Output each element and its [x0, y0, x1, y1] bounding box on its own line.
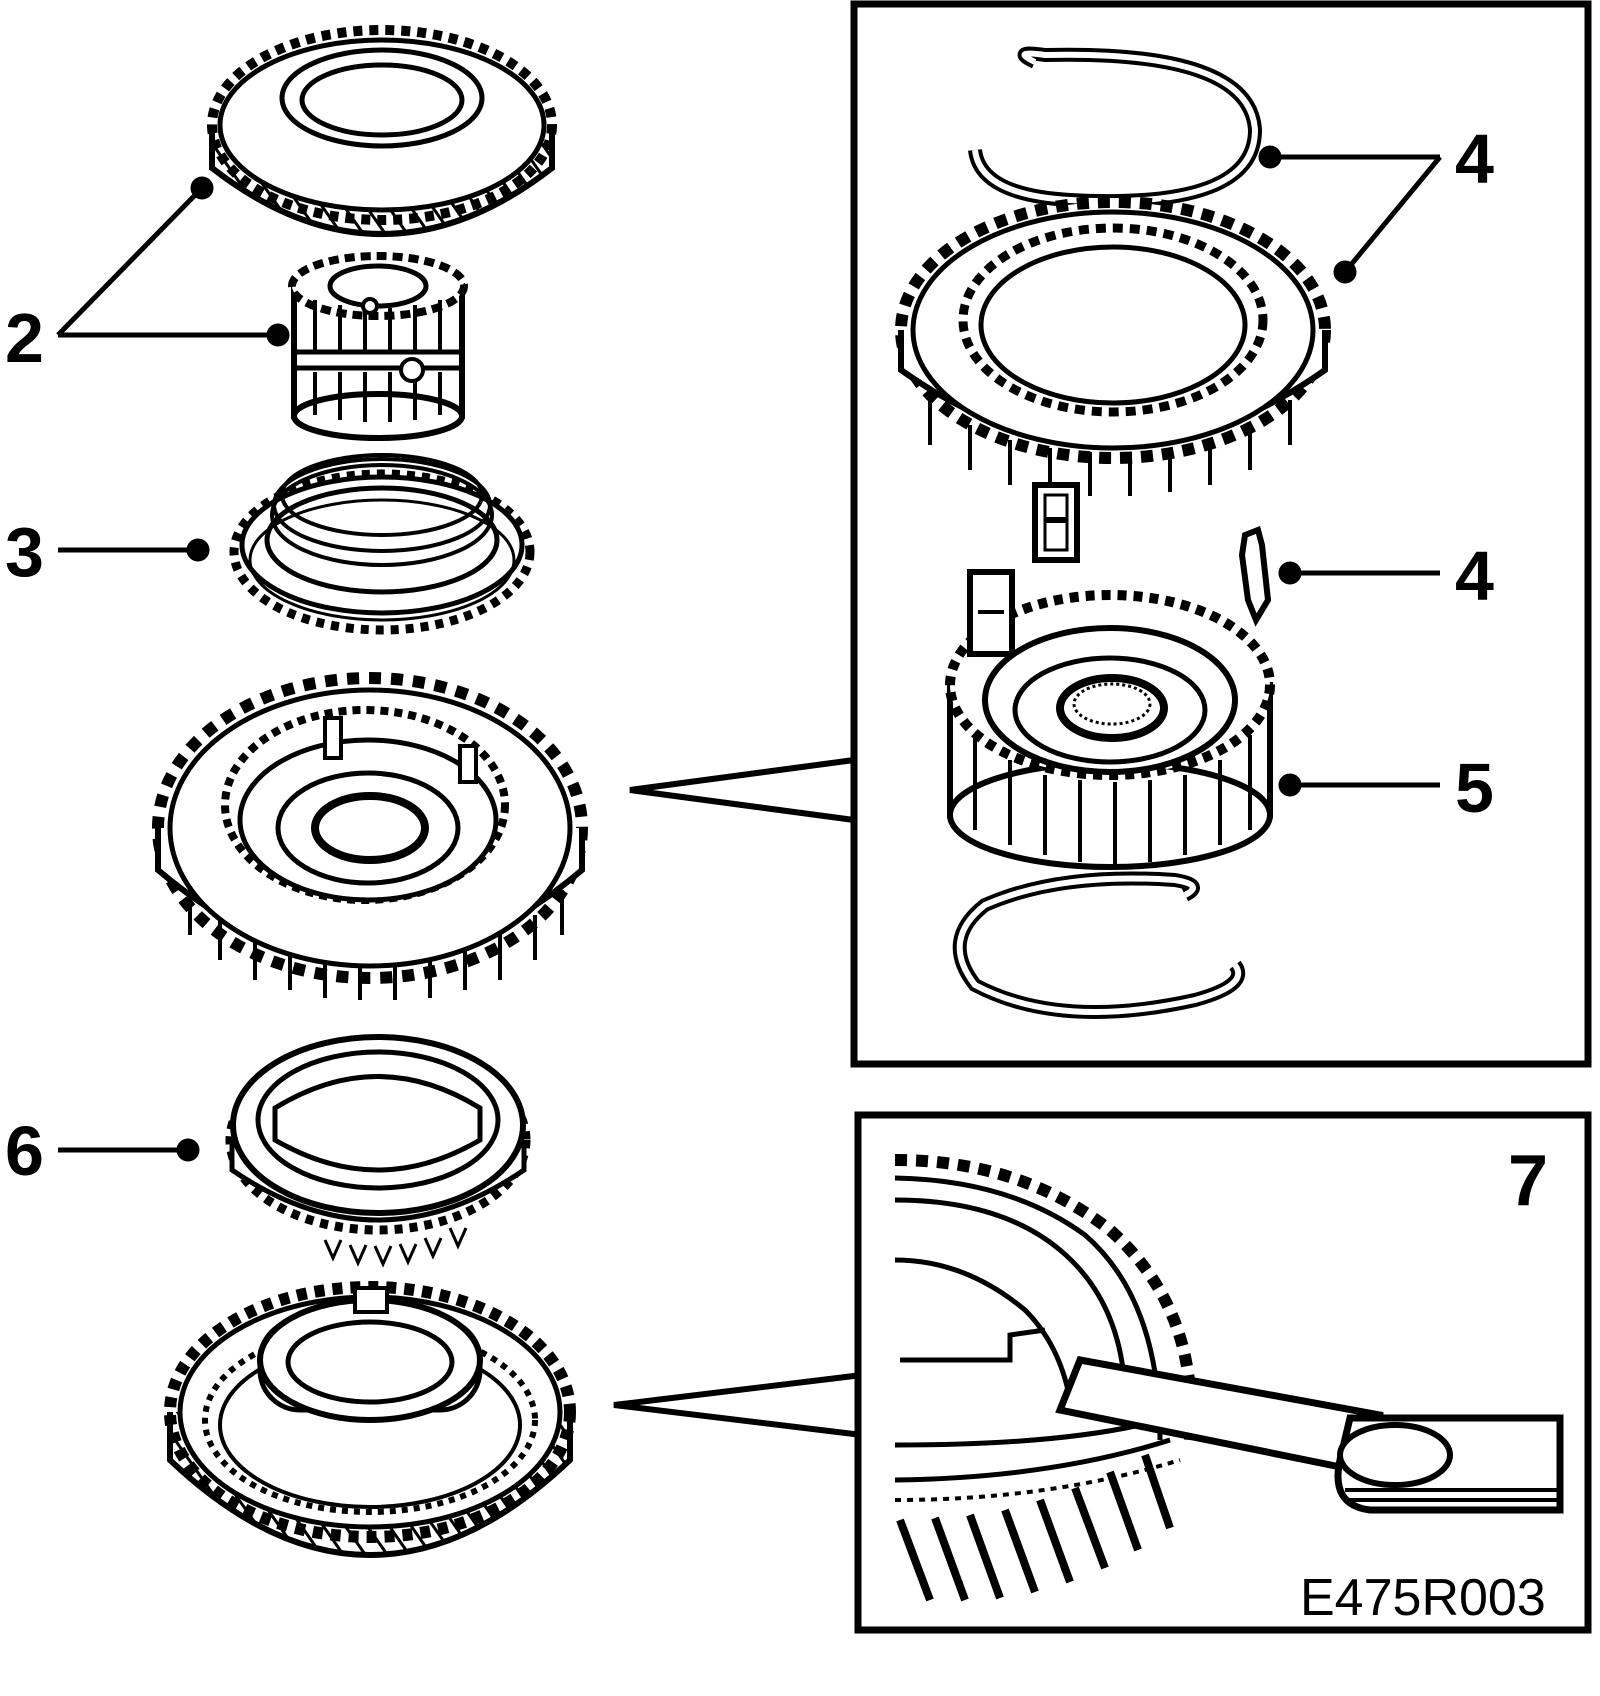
part-6-synchro-ring — [225, 1034, 531, 1268]
callout-6: 6 — [5, 1112, 44, 1190]
spring-clip — [1238, 526, 1272, 627]
inset-feeler-gauge-detail — [854, 1111, 1592, 1634]
pointer-to-inset-top — [629, 757, 855, 823]
callout-3: 3 — [5, 513, 44, 591]
figure-code: E475R003 — [1300, 1569, 1546, 1627]
part-2-sleeve — [288, 252, 468, 441]
leader-lines-left — [56, 176, 290, 1162]
synchro-hub — [945, 569, 1275, 870]
callout-5: 5 — [1455, 749, 1494, 827]
callout-4-lower: 4 — [1455, 537, 1494, 615]
feeler-gauge — [1055, 1356, 1564, 1514]
pointer-to-inset-bottom — [613, 1372, 863, 1438]
callout-7: 7 — [1508, 1141, 1548, 1221]
bottom-helical-gear — [164, 1281, 576, 1558]
part-3-synchro-ring — [229, 453, 535, 635]
leader-lines-inset — [1258, 145, 1442, 797]
sliding-sleeve — [895, 196, 1331, 496]
callout-2: 2 — [5, 299, 44, 377]
gear-edge-detail — [894, 1154, 1197, 1602]
callout-4-upper: 4 — [1455, 120, 1494, 198]
inset-synchro-detail — [850, 0, 1592, 1068]
synchro-assembly-gear — [152, 672, 588, 1000]
synchro-key — [1032, 482, 1080, 563]
part-2-helical-gear — [207, 25, 557, 237]
